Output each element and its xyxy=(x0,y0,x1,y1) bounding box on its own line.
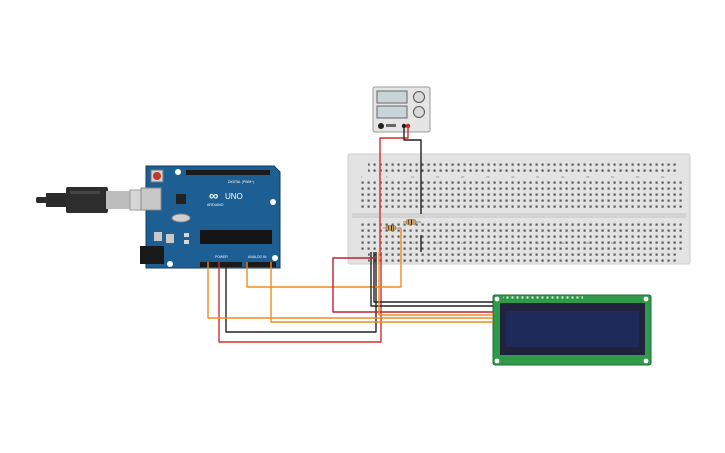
column-number-label: 25 xyxy=(486,241,490,245)
terminal-strip-lower xyxy=(358,220,682,250)
center-channel xyxy=(352,213,686,218)
wire-lcd-vss[interactable] xyxy=(373,252,493,303)
analog-header xyxy=(246,262,276,267)
digital-header xyxy=(186,170,270,175)
voltage-knob[interactable] xyxy=(413,91,425,103)
atmega-chip xyxy=(200,230,272,244)
column-number-label: 5 xyxy=(386,175,388,179)
power-switch-icon[interactable] xyxy=(378,123,384,129)
wire-psu-negative[interactable] xyxy=(403,128,422,214)
bottom-rail-1 xyxy=(368,251,678,256)
column-number-label: 35 xyxy=(536,241,540,245)
positive-terminal[interactable] xyxy=(405,123,411,129)
column-numbers: 1155101015152020252530303535404045455050… xyxy=(361,175,665,245)
voltage-display xyxy=(376,90,408,104)
lcd-pin-header xyxy=(503,294,583,299)
column-number-label: 55 xyxy=(636,175,640,179)
column-number-label: 5 xyxy=(386,241,388,245)
infinity-logo-icon: ∞ xyxy=(209,188,218,203)
power-supply[interactable] xyxy=(372,86,431,133)
column-number-label: 15 xyxy=(436,241,440,245)
column-number-label: 30 xyxy=(511,241,515,245)
wire-5v[interactable] xyxy=(218,252,382,343)
column-number-label: 45 xyxy=(586,175,590,179)
column-number-label: 45 xyxy=(586,241,590,245)
lcd-16x2[interactable] xyxy=(492,294,652,366)
top-rail-2 xyxy=(368,168,678,173)
crystal-oscillator xyxy=(171,213,191,223)
terminal-strip-upper xyxy=(358,181,682,211)
column-number-label: 10 xyxy=(411,175,415,179)
wire-lcd-rs[interactable] xyxy=(378,252,493,316)
power-label: POWER xyxy=(215,255,228,259)
wire-gnd[interactable] xyxy=(225,252,377,333)
usb-cable[interactable] xyxy=(36,187,159,213)
usb-chip xyxy=(176,194,186,204)
resistor-1[interactable] xyxy=(383,225,401,231)
breadboard[interactable]: 1155101015152020252530303535404045455050… xyxy=(347,153,691,265)
reset-button[interactable] xyxy=(153,172,161,180)
wire-lcd-data-1[interactable] xyxy=(207,262,493,319)
lcd-screen xyxy=(506,311,639,347)
wire-analog[interactable] xyxy=(246,228,402,288)
wire-psu-positive[interactable] xyxy=(379,128,409,252)
column-number-label: 1 xyxy=(361,175,363,179)
column-number-label: 40 xyxy=(561,241,565,245)
power-jack xyxy=(140,246,164,264)
wire-lcd-data-2[interactable] xyxy=(270,262,493,323)
column-number-label: 50 xyxy=(611,241,615,245)
power-header xyxy=(200,262,242,267)
bottom-rail-2 xyxy=(368,257,678,262)
wire-lcd-vdd[interactable] xyxy=(332,257,493,313)
column-number-label: 35 xyxy=(536,175,540,179)
column-number-label: 60 xyxy=(661,175,665,179)
current-display xyxy=(376,105,408,119)
column-number-label: 30 xyxy=(511,175,515,179)
column-number-label: 60 xyxy=(661,241,665,245)
column-number-label: 20 xyxy=(461,175,465,179)
resistor-2[interactable] xyxy=(403,219,421,225)
column-number-label: 1 xyxy=(361,241,363,245)
column-number-label: 25 xyxy=(486,175,490,179)
wire-lcd-gnd[interactable] xyxy=(370,252,493,307)
usb-port xyxy=(140,187,162,211)
column-number-label: 40 xyxy=(561,175,565,179)
column-number-label: 10 xyxy=(411,241,415,245)
negative-terminal[interactable] xyxy=(401,123,407,129)
top-rail-1 xyxy=(368,161,678,166)
column-number-label: 15 xyxy=(436,175,440,179)
analog-label: ANALOG IN xyxy=(248,255,267,259)
column-number-label: 50 xyxy=(611,175,615,179)
column-number-label: 20 xyxy=(461,241,465,245)
arduino-uno[interactable]: ∞ UNO ARDUINO DIGITAL (PWM~) POWER ANALO… xyxy=(140,165,281,269)
brand-label: ARDUINO xyxy=(207,203,224,207)
column-number-label: 55 xyxy=(636,241,640,245)
digital-label: DIGITAL (PWM~) xyxy=(228,180,254,184)
board-model-label: UNO xyxy=(225,192,243,201)
current-knob[interactable] xyxy=(413,106,425,118)
